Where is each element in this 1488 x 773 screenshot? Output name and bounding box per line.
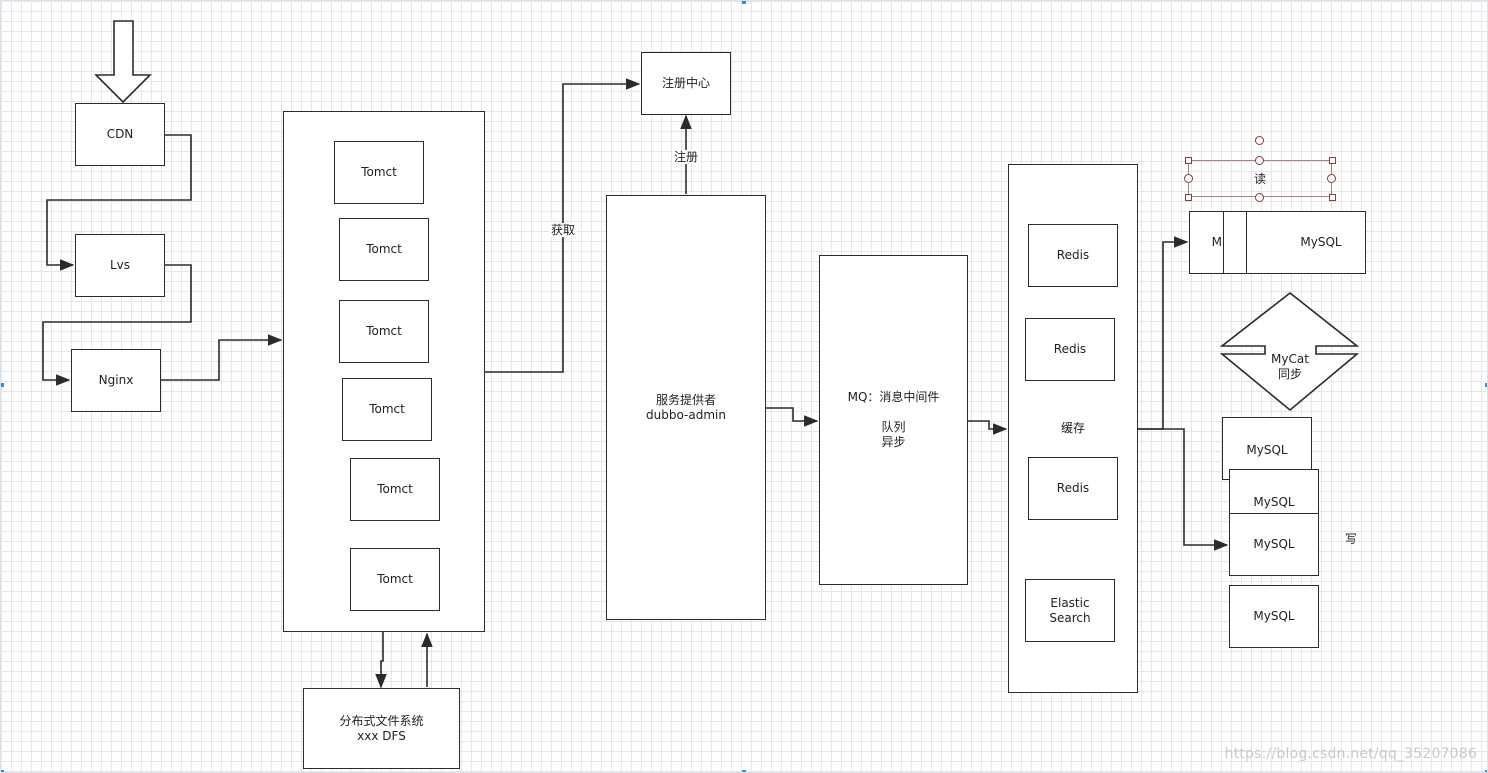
edge-cache-read — [1138, 236, 1189, 430]
tomcat-label-4: Tomct — [369, 402, 405, 416]
mq-label: MQ：消息中间件 队列 异步 — [847, 390, 940, 449]
tomcat-label-5: Tomct — [377, 482, 413, 496]
canvas-handle-bottom — [742, 770, 746, 772]
tomcat-label-6: Tomct — [377, 572, 413, 586]
read-label-box[interactable]: 读 — [1188, 160, 1332, 197]
mysql-write-label-1: MySQL — [1246, 443, 1288, 457]
tomcat-label-3: Tomct — [366, 324, 402, 338]
mysql-write-node-3[interactable]: MySQL — [1229, 513, 1319, 576]
register-edge-label: 注册 — [672, 150, 701, 164]
resize-handle-tl[interactable] — [1185, 157, 1192, 164]
redis-node-3[interactable]: Redis — [1028, 457, 1118, 520]
tomcat-label-1: Tomct — [361, 165, 397, 179]
tomcat-node-2[interactable]: Tomct — [339, 218, 429, 281]
tomcat-node-3[interactable]: Tomct — [339, 300, 429, 363]
mysql-read-node-c[interactable]: MySQL — [1246, 211, 1366, 274]
fetch-edge-label: 获取 — [549, 223, 578, 237]
dfs-label: 分布式文件系统 xxx DFS — [339, 713, 424, 743]
canvas-handle-top — [742, 1, 746, 4]
mysql-write-node-4[interactable]: MySQL — [1229, 585, 1319, 648]
elasticsearch-label: Elastic Search — [1049, 595, 1091, 625]
mycat-label-wrap: MyCat 同步 — [1261, 337, 1319, 382]
watermark-text: https://blog.csdn.net/qq_35207086 — [1224, 746, 1477, 762]
tomcat-label-2: Tomct — [366, 242, 402, 256]
mycat-label: MyCat 同步 — [1271, 352, 1309, 381]
read-label: 读 — [1253, 172, 1266, 186]
redis-node-1[interactable]: Redis — [1028, 224, 1118, 287]
edge-cache-write — [1138, 428, 1229, 551]
canvas-handle-bottom-left — [1, 770, 4, 772]
provider-label: 服务提供者 dubbo-admin — [646, 392, 726, 422]
mysql-read-label-a: M — [1211, 235, 1222, 249]
tomcat-node-5[interactable]: Tomct — [350, 458, 440, 521]
resize-handle-t[interactable] — [1255, 156, 1264, 165]
mysql-write-label-2: MySQL — [1253, 495, 1295, 509]
mysql-write-label-3: MySQL — [1253, 537, 1295, 551]
rotate-handle[interactable] — [1255, 136, 1264, 145]
resize-handle-bl[interactable] — [1185, 194, 1192, 201]
resize-handle-tr[interactable] — [1329, 157, 1336, 164]
entry-arrow-shape — [94, 20, 152, 104]
registry-label: 注册中心 — [661, 76, 710, 90]
edge-mq-cache — [968, 420, 1008, 435]
mq-node[interactable]: MQ：消息中间件 队列 异步 — [819, 255, 968, 585]
provider-node[interactable]: 服务提供者 dubbo-admin — [606, 195, 766, 620]
tomcat-node-1[interactable]: Tomct — [334, 141, 424, 204]
resize-handle-br[interactable] — [1329, 194, 1336, 201]
write-label: 写 — [1345, 532, 1358, 546]
mysql-read-label-c: MySQL — [1300, 235, 1342, 249]
registry-node[interactable]: 注册中心 — [641, 52, 731, 115]
resize-handle-l[interactable] — [1184, 174, 1193, 183]
nginx-label: Nginx — [98, 373, 134, 387]
edge-nginx-cluster — [161, 334, 283, 381]
tomcat-node-6[interactable]: Tomct — [350, 548, 440, 611]
edge-provider-mq — [766, 407, 819, 427]
edge-cluster-dfs — [375, 632, 387, 689]
lvs-node[interactable]: Lvs — [75, 234, 165, 297]
mysql-write-label-4: MySQL — [1253, 609, 1295, 623]
canvas-handle-bottom-right — [1485, 770, 1487, 772]
redis-label-2: Redis — [1053, 342, 1087, 356]
redis-node-2[interactable]: Redis — [1025, 318, 1115, 381]
tomcat-node-4[interactable]: Tomct — [342, 378, 432, 441]
redis-label-3: Redis — [1056, 481, 1090, 495]
dfs-node[interactable]: 分布式文件系统 xxx DFS — [303, 688, 460, 769]
elasticsearch-node[interactable]: Elastic Search — [1025, 579, 1115, 642]
cache-label: 缓存 — [1060, 421, 1085, 435]
resize-handle-b[interactable] — [1255, 193, 1264, 202]
resize-handle-r[interactable] — [1327, 174, 1336, 183]
cdn-node[interactable]: CDN — [75, 103, 165, 166]
canvas-handle-right — [1485, 383, 1487, 387]
canvas-handle-left — [1, 383, 4, 387]
cdn-label: CDN — [106, 127, 134, 141]
lvs-label: Lvs — [109, 258, 131, 272]
nginx-node[interactable]: Nginx — [71, 349, 161, 412]
redis-label-1: Redis — [1056, 248, 1090, 262]
